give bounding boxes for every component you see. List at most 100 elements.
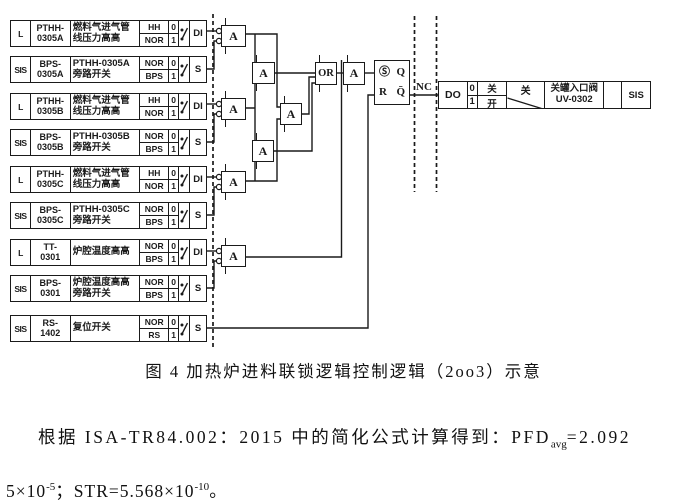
valve-tag: UV-0302 xyxy=(555,94,593,105)
and-gate-temperature: A xyxy=(221,238,246,274)
state-value: 1 xyxy=(171,217,176,227)
and-gate-vote-ac: A xyxy=(280,96,302,132)
selector-switch-icon xyxy=(179,130,191,155)
or-gate: OR xyxy=(315,55,337,92)
row-io-type: S xyxy=(194,64,202,75)
pfd-exponent: -5 xyxy=(46,481,56,494)
paragraph-line1: 根据 ISA-TR84.002：2015 中的简化公式计算得到：PFDavg=2… xyxy=(38,424,678,451)
state-label: NOR xyxy=(140,130,170,142)
empty-cell xyxy=(604,82,623,108)
selector-switch-icon xyxy=(179,316,191,341)
state-label: NOR xyxy=(140,316,170,328)
state-0-action: 关 xyxy=(477,82,507,96)
row-system-label: SIS xyxy=(11,276,31,301)
and-gate-vote-bc: A xyxy=(252,133,274,169)
state-label: BPS xyxy=(140,70,170,82)
row-system-label: SIS xyxy=(11,316,31,341)
latch-qbar-label: Q̄ xyxy=(396,85,405,98)
latch-set-label: Ⓢ xyxy=(379,66,390,79)
state-label: NOR xyxy=(140,203,170,215)
row-io-type: S xyxy=(194,210,202,221)
str-value: ；STR=5.568×10 xyxy=(55,481,195,501)
state-value: 1 xyxy=(171,254,176,264)
selector-switch-icon xyxy=(179,276,191,301)
state-value: 1 xyxy=(171,144,176,154)
state-value: 0 xyxy=(171,168,176,178)
row-tag: BPS-0305A xyxy=(31,57,71,82)
sr-latch: Ⓢ Q R Q̄ xyxy=(374,60,410,105)
state-value: 0 xyxy=(171,95,176,105)
selector-switch-icon xyxy=(179,21,191,46)
row-tag: TT-0301 xyxy=(31,240,71,265)
valve-name: 关罐入口阀 xyxy=(550,83,598,95)
tag-line1: TT- xyxy=(43,242,58,253)
row-io-type: S xyxy=(194,283,202,294)
row-system-label: L xyxy=(11,21,31,46)
state-label: NOR xyxy=(140,34,170,46)
tag-line2: 0305A xyxy=(37,32,64,43)
tag-line1: RS- xyxy=(42,318,59,329)
row-io-type: S xyxy=(194,323,202,334)
row-system-label: L xyxy=(11,167,31,192)
tag-line2: 0301 xyxy=(40,287,61,298)
paragraph-line2: 5×10-5；STR=5.568×10-10。 xyxy=(6,478,646,503)
state-label: NOR xyxy=(140,57,170,69)
tag-line1: PTHH- xyxy=(36,23,65,34)
state-label: BPS xyxy=(140,253,170,265)
state-value: 0 xyxy=(171,22,176,32)
state-1-action: 开 xyxy=(487,98,497,109)
state-value: 1 xyxy=(171,71,176,81)
tag-line2: 0305C xyxy=(37,214,64,225)
output-block: DO 0 1 关 开 关 关罐入口阀 UV-0302 SIS xyxy=(438,81,651,109)
state-value: 1 xyxy=(171,35,176,45)
valve-name-cell: 关罐入口阀 UV-0302 xyxy=(545,82,605,108)
state-value: 0 xyxy=(171,131,176,141)
tag-line2: 0305C xyxy=(37,178,64,189)
do-state-values: 0 1 xyxy=(467,82,478,108)
and-gate-final: A xyxy=(343,55,365,92)
tag-line1: PTHH- xyxy=(36,96,65,107)
figure-caption: 图 4 加热炉进料联锁逻辑控制逻辑（2oo3）示意 xyxy=(145,362,542,381)
row-description: 燃料气进气管线压力高高 xyxy=(71,21,141,46)
selector-switch-icon xyxy=(179,167,191,192)
and-gate-vote-ab: A xyxy=(252,55,275,91)
state-value: 1 xyxy=(171,290,176,300)
selector-switch-icon xyxy=(179,94,191,119)
row-description: PTHH-0305C 旁路开关 xyxy=(71,203,141,228)
state-label: HH xyxy=(140,94,170,106)
state-value: 1 xyxy=(171,181,176,191)
output-system-label: SIS xyxy=(628,89,644,101)
state-value: 1 xyxy=(171,330,176,340)
latch-reset-row: R Q̄ xyxy=(379,85,405,98)
row-description: 燃料气进气管线压力高高 xyxy=(71,94,141,119)
do-state-actions: 关 开 xyxy=(477,82,508,109)
selector-switch-icon xyxy=(179,203,191,228)
state-label: BPS xyxy=(140,216,170,228)
pfd-value: =2.092 xyxy=(566,427,632,447)
row-io-type: S xyxy=(194,137,202,148)
and-gate-channel-c: A xyxy=(221,164,246,200)
state-value: 0 xyxy=(171,58,176,68)
row-system-label: SIS xyxy=(11,203,31,228)
selector-switch-icon xyxy=(179,57,191,82)
row-description: 复位开关 xyxy=(71,316,141,341)
state-value: 0 xyxy=(171,277,176,287)
